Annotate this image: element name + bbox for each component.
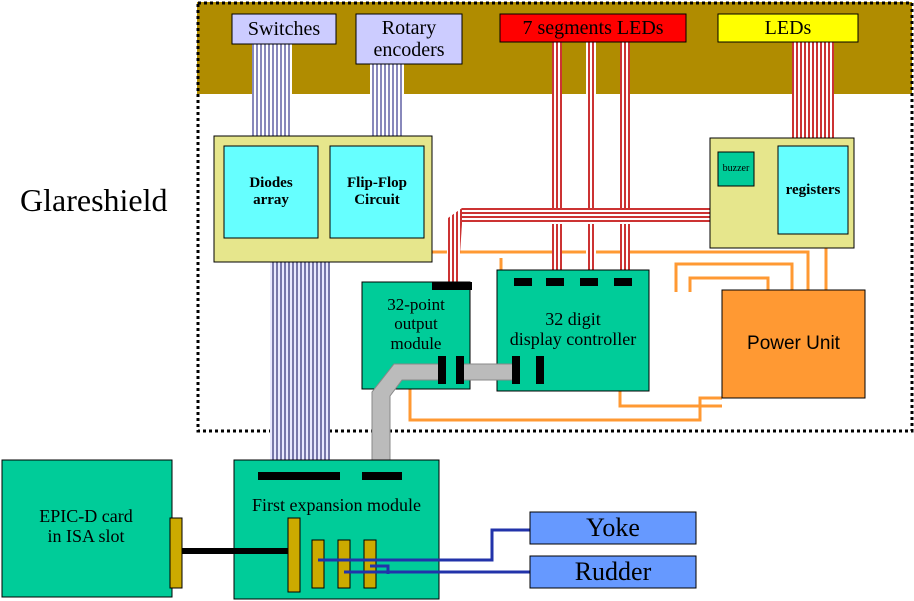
yoke-label: Yoke bbox=[586, 513, 640, 543]
rudder-connector-1 bbox=[337, 539, 351, 589]
glareshield-label: Glareshield bbox=[20, 182, 168, 219]
power-unit-label: Power Unit bbox=[747, 333, 840, 355]
seven-segment-leds-label: 7 segments LEDs bbox=[522, 16, 664, 39]
display-controller-label: 32 digit display controller bbox=[509, 308, 637, 349]
switches-label-box bbox=[231, 13, 337, 45]
seg-ribbon-1 bbox=[552, 42, 562, 280]
diodes-array-label: Diodes array bbox=[249, 175, 293, 208]
flip-flop-label: Flip-Flop Circuit bbox=[346, 175, 407, 208]
registers-box bbox=[777, 145, 849, 235]
output-module-label: 32-point output module bbox=[387, 295, 445, 353]
epic-card-label: EPIC-D card in ISA slot bbox=[39, 505, 133, 546]
seven-seg-label-box bbox=[499, 13, 687, 43]
display-controller-box bbox=[496, 269, 650, 392]
registers-label: registers bbox=[785, 181, 841, 198]
buzzer-box bbox=[717, 151, 755, 187]
epic-card-slot bbox=[169, 517, 183, 589]
rudder-box bbox=[529, 555, 697, 589]
flip-flop-box bbox=[329, 145, 425, 239]
leds-label-box bbox=[717, 13, 859, 43]
buzzer-label: buzzer bbox=[722, 163, 750, 175]
leds-ribbon bbox=[792, 42, 834, 148]
rotary-encoders-label: Rotary encoders bbox=[373, 16, 445, 61]
expansion-module-label: First expansion module bbox=[252, 494, 421, 515]
epic-card-box bbox=[1, 459, 173, 598]
main-ribbon bbox=[270, 262, 330, 474]
diodes-array-box bbox=[223, 145, 319, 239]
gray-cable bbox=[371, 363, 517, 473]
rudder-connector-2 bbox=[363, 539, 377, 589]
isa-link-cable bbox=[182, 548, 288, 554]
switches-ribbon bbox=[252, 44, 292, 136]
expansion-cable-connector bbox=[362, 472, 402, 480]
power-unit-box bbox=[721, 289, 866, 399]
module-connectors bbox=[432, 278, 632, 384]
yoke-connector bbox=[311, 539, 325, 589]
rudder-label: Rudder bbox=[574, 557, 652, 587]
output-ribbon-h bbox=[462, 208, 718, 224]
glareshield-boundary bbox=[196, 1, 914, 433]
output-ribbon-bend bbox=[446, 208, 462, 284]
expansion-slot bbox=[287, 517, 301, 593]
seg-ribbon-2 bbox=[586, 42, 596, 280]
control-wires bbox=[318, 528, 530, 574]
encoders-label-box bbox=[355, 13, 463, 65]
switches-label: Switches bbox=[247, 17, 321, 40]
seg-ribbon-3 bbox=[620, 42, 630, 280]
expansion-module-box bbox=[233, 459, 440, 600]
leds-label: LEDs bbox=[764, 16, 812, 39]
encoders-ribbon bbox=[370, 64, 404, 146]
expansion-ribbon-connector bbox=[258, 472, 340, 480]
yoke-box bbox=[529, 511, 697, 545]
